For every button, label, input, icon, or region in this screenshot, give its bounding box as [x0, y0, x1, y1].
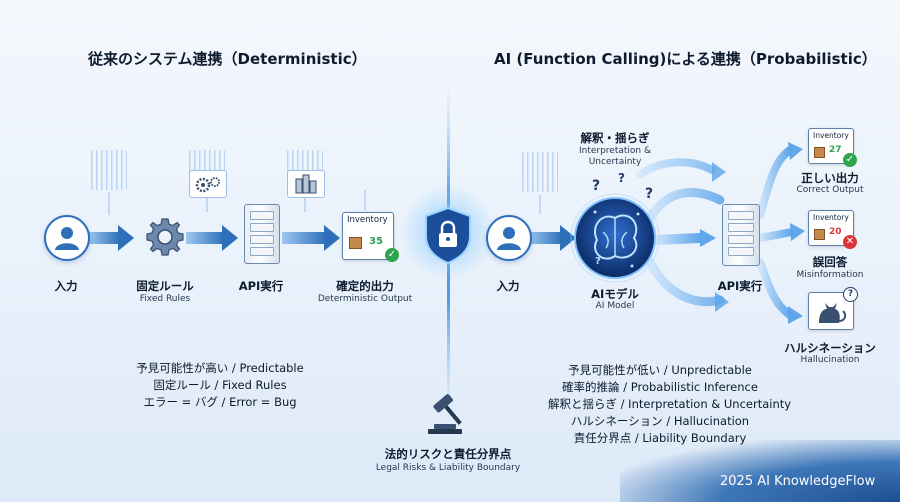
left-api-label: API実行: [238, 279, 284, 293]
left-inventory-card: Inventory 35 ✓: [342, 212, 399, 262]
check-icon: ✓: [843, 153, 857, 167]
correct-output-label: 正しい出力: [801, 171, 859, 185]
gavel-icon: [428, 394, 462, 434]
error-x-icon: ✕: [843, 235, 857, 249]
right-bullet: 確率的推論 / Probabilistic Inference: [562, 380, 758, 394]
question-badge-icon: ?: [843, 287, 858, 302]
left-card-value: 35: [369, 236, 383, 247]
right-server-icon: [722, 204, 760, 266]
right-bullet: ハルシネーション / Hallucination: [570, 414, 750, 428]
data-stream-4: [522, 152, 558, 192]
svg-text:?: ?: [592, 178, 600, 194]
misinfo-card-value: 20: [829, 227, 842, 237]
left-input-label: 入力: [54, 279, 78, 293]
box-icon: [814, 229, 825, 240]
legal-risk-sub: Legal Risks & Liability Boundary: [375, 463, 521, 473]
left-bullet: エラー = バグ / Error = Bug: [143, 395, 297, 409]
cat-icon: [819, 303, 847, 323]
misinfo-card-title: Inventory: [813, 213, 849, 222]
svg-text:?: ?: [595, 256, 601, 267]
right-bullet: 責任分界点 / Liability Boundary: [573, 431, 747, 445]
fixed-rules-label: 固定ルール: [136, 279, 194, 293]
misinformation-sub: Misinformation: [796, 270, 864, 280]
model-to-api-flows: [636, 158, 725, 307]
database-small-icon: [287, 170, 325, 198]
misinformation-card: Inventory 20 ✕: [808, 210, 857, 249]
svg-text:?: ?: [645, 186, 653, 202]
right-bullet-list: 予見可能性が低い / Unpredictable 確率的推論 / Probabi…: [548, 362, 792, 447]
api-to-outcome-flows: [756, 146, 796, 319]
left-bullet: 予見可能性が高い / Predictable: [136, 361, 304, 375]
interpretation-label: 解釈・揺らぎ: [580, 131, 650, 145]
left-bullet: 固定ルール / Fixed Rules: [153, 378, 287, 392]
misinformation-label: 誤回答: [812, 255, 848, 269]
fixed-rules-sub: Fixed Rules: [139, 294, 191, 304]
ai-brain-icon: [570, 193, 660, 283]
correct-output-card: Inventory 27 ✓: [808, 128, 857, 167]
check-icon: ✓: [385, 248, 399, 262]
right-arrow-input: [528, 225, 576, 251]
correct-card-value: 27: [829, 145, 842, 155]
ai-model-sub: AI Model: [595, 301, 635, 311]
correct-output-sub: Correct Output: [796, 185, 864, 195]
data-stream-1: [91, 150, 127, 190]
right-input-label: 入力: [496, 279, 520, 293]
right-title: AI (Function Calling)による連携（Probabilistic…: [494, 50, 877, 68]
right-bullet: 予見可能性が低い / Unpredictable: [568, 363, 752, 377]
hallucination-label: ハルシネーション: [784, 341, 876, 355]
left-card-title: Inventory: [347, 215, 388, 225]
left-title: 従来のシステム連携（Deterministic）: [88, 50, 367, 68]
gears-small-icon: [189, 170, 227, 198]
left-arrow-2: [186, 225, 238, 251]
box-icon: [814, 147, 825, 158]
svg-text:?: ?: [618, 171, 625, 185]
question-mark-icons: ? ? ? ?: [592, 171, 653, 267]
hallucination-card: ?: [808, 287, 858, 330]
left-bullet-list: 予見可能性が高い / Predictable 固定ルール / Fixed Rul…: [120, 360, 320, 411]
left-user-icon: [44, 215, 90, 261]
left-arrow-3: [282, 225, 340, 251]
interpretation-sub-1: Interpretation &: [578, 146, 652, 156]
right-bullet: 解釈と揺らぎ / Interpretation & Uncertainty: [548, 397, 792, 411]
deterministic-output-label: 確定的出力: [336, 279, 394, 293]
legal-risk-label: 法的リスクと責任分界点: [384, 447, 512, 461]
correct-card-title: Inventory: [813, 131, 849, 140]
hallucination-sub: Hallucination: [800, 355, 860, 365]
interpretation-sub-2: Uncertainty: [588, 157, 642, 167]
left-server-icon: [244, 204, 280, 264]
footer-backdrop: [620, 440, 900, 502]
right-user-icon: [486, 215, 532, 261]
deterministic-output-sub: Deterministic Output: [317, 294, 413, 304]
right-api-label: API実行: [717, 279, 763, 293]
footer-brand: 2025 AI KnowledgeFlow: [720, 474, 876, 489]
box-icon: [349, 237, 362, 249]
shield-lock-icon: [425, 206, 471, 265]
gear-icon: [141, 213, 189, 261]
left-arrow-1: [88, 225, 134, 251]
ai-model-label: AIモデル: [591, 287, 639, 301]
